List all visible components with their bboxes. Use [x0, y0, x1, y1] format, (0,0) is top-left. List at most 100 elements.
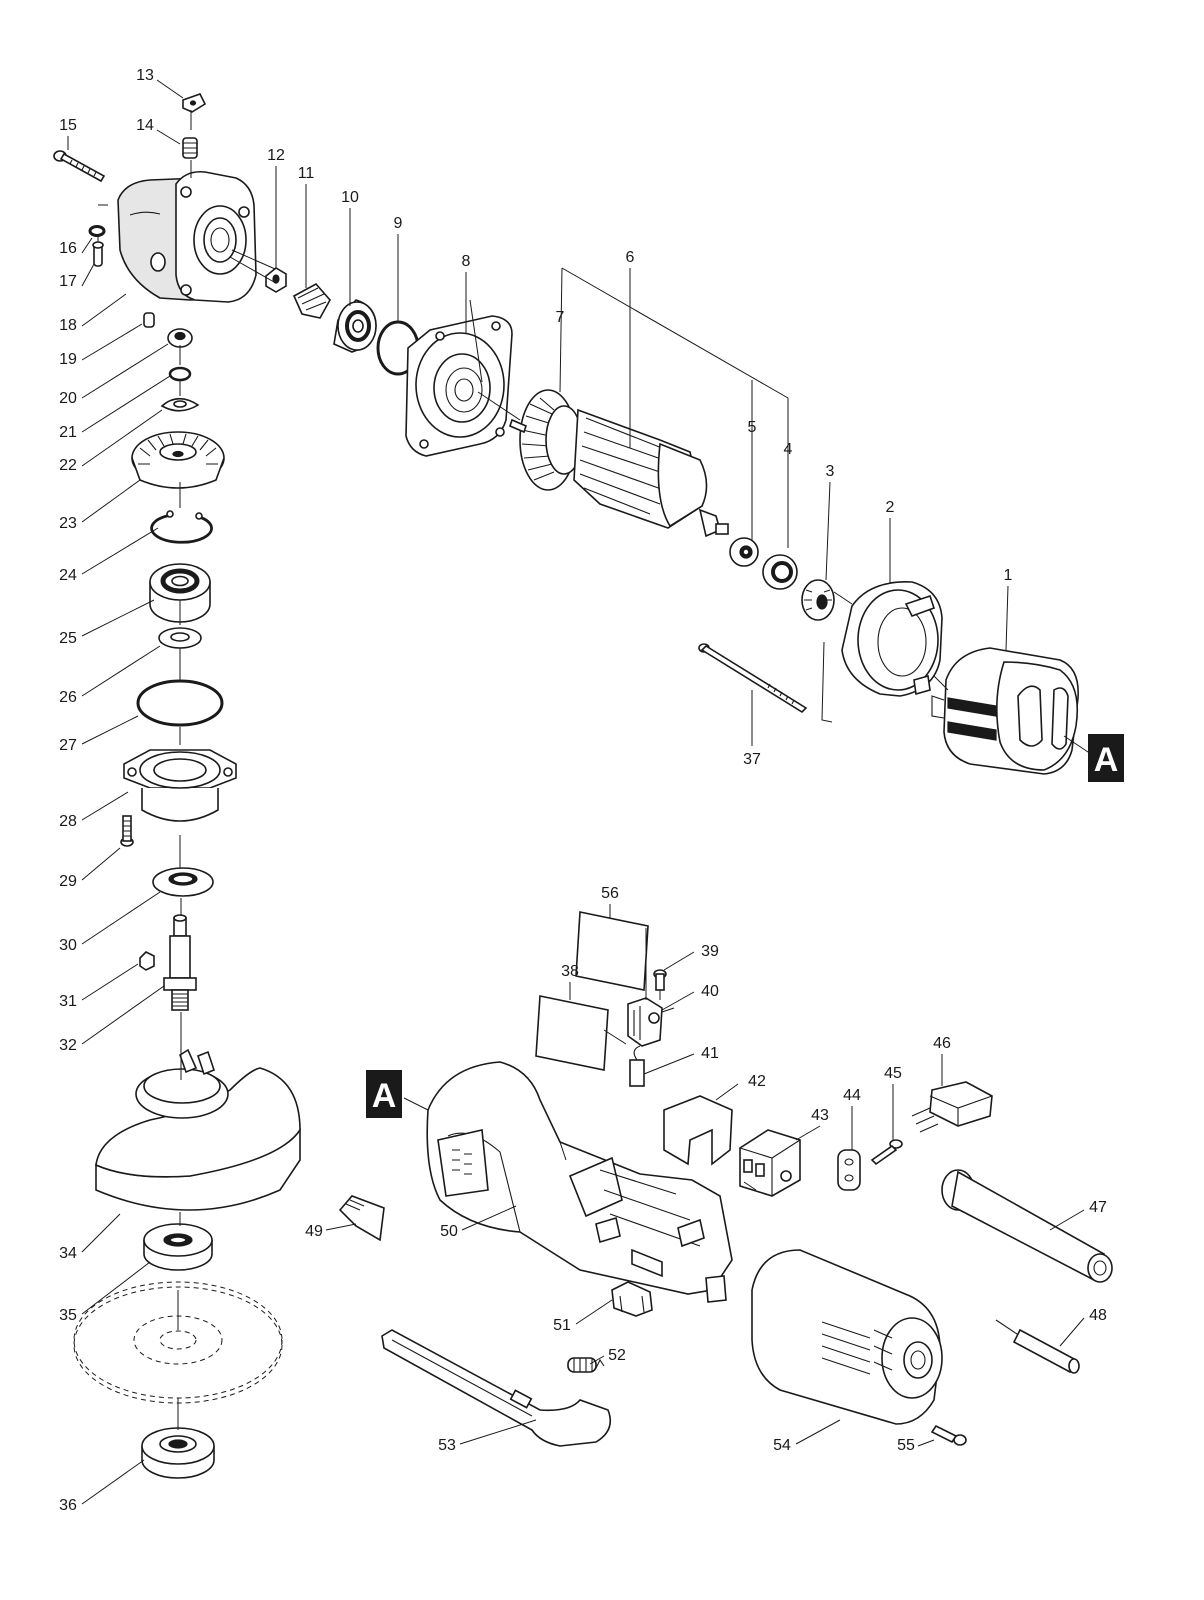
- part-55-screw: [930, 1424, 967, 1446]
- label-14: 14: [136, 117, 154, 134]
- part-52-spring: [567, 1357, 605, 1373]
- section-marker-a-top: A: [1088, 734, 1124, 782]
- part-39-screw: [653, 969, 667, 991]
- label-9: 9: [394, 215, 403, 232]
- part-2-baffle-plate: [841, 581, 943, 697]
- part-15-screw: [53, 150, 106, 183]
- label-40: 40: [701, 983, 719, 1000]
- label-11: 11: [298, 165, 315, 182]
- label-42: 42: [748, 1073, 766, 1090]
- part-40-brush-holder: [627, 997, 675, 1047]
- part-29-screw: [120, 815, 134, 847]
- label-27: 27: [59, 737, 77, 754]
- label-30: 30: [59, 937, 77, 954]
- label-22: 22: [59, 457, 77, 474]
- label-12: 12: [267, 147, 285, 164]
- part-27-large-o-ring: [136, 679, 224, 727]
- part-50-motor-housing: [426, 1061, 733, 1303]
- marker-letter: A: [372, 1077, 397, 1115]
- label-55: 55: [897, 1437, 915, 1454]
- label-20: 20: [59, 390, 77, 407]
- part-21-retaining-ring: [168, 366, 192, 382]
- part-49-lock-button: [338, 1195, 385, 1242]
- part-11-pinion: [292, 282, 331, 319]
- part-45-screw: [870, 1139, 903, 1166]
- label-1: 1: [1004, 567, 1013, 584]
- label-31: 31: [59, 993, 77, 1010]
- label-24: 24: [59, 567, 77, 584]
- label-34: 34: [59, 1245, 77, 1262]
- part-1-field: [931, 647, 1079, 775]
- label-7: 7: [556, 309, 565, 326]
- part-16-o-ring: [88, 225, 106, 237]
- part-20-bearing: [167, 328, 193, 348]
- part-43-switch: [739, 1129, 801, 1197]
- part-41-carbon-brush: [629, 1045, 645, 1087]
- part-23-bevel-gear: [131, 431, 225, 489]
- part-14-spring: [182, 137, 198, 159]
- label-17: 17: [59, 273, 77, 290]
- label-26: 26: [59, 689, 77, 706]
- part-4-bearing: [762, 554, 798, 590]
- label-29: 29: [59, 873, 77, 890]
- part-31-key: [139, 951, 155, 971]
- part-35-inner-flange: [143, 1223, 213, 1271]
- label-13: 13: [136, 67, 154, 84]
- part-44-strain-relief: [837, 1149, 861, 1191]
- part-54-rear-cover: [751, 1249, 943, 1425]
- part-53-switch-lever: [381, 1329, 612, 1447]
- label-48: 48: [1089, 1307, 1107, 1324]
- part-24-retaining-ring: [150, 510, 213, 544]
- label-43: 43: [811, 1107, 829, 1124]
- part-28-bearing-box: [123, 749, 237, 822]
- label-38: 38: [561, 963, 579, 980]
- part-13-lock-cap: [182, 93, 207, 113]
- label-47: 47: [1089, 1199, 1107, 1216]
- label-16: 16: [59, 240, 77, 257]
- part-26-flat-washer: [158, 627, 202, 649]
- label-23: 23: [59, 515, 77, 532]
- label-46: 46: [933, 1035, 951, 1052]
- section-marker-a-bottom: A: [366, 1070, 402, 1118]
- label-36: 36: [59, 1497, 77, 1514]
- part-47-cord-guard: [941, 1169, 1113, 1283]
- part-6-armature: [509, 408, 729, 538]
- label-53: 53: [438, 1437, 456, 1454]
- part-17-pin: [92, 241, 104, 267]
- label-6: 6: [626, 249, 635, 266]
- label-49: 49: [305, 1223, 323, 1240]
- label-8: 8: [462, 253, 471, 270]
- label-10: 10: [341, 189, 359, 206]
- label-18: 18: [59, 317, 77, 334]
- part-18-gear-housing: [117, 170, 283, 303]
- part-38-label: [535, 995, 609, 1071]
- label-44: 44: [843, 1087, 861, 1104]
- part-36-lock-nut: [141, 1427, 215, 1479]
- label-41: 41: [701, 1045, 719, 1062]
- part-10-bearing: [333, 299, 377, 353]
- label-56: 56: [601, 885, 619, 902]
- label-52: 52: [608, 1347, 626, 1364]
- label-39: 39: [701, 943, 719, 960]
- label-25: 25: [59, 630, 77, 647]
- label-35: 35: [59, 1307, 77, 1324]
- part-48-cord: [995, 1319, 1080, 1374]
- part-19-pin: [143, 312, 155, 328]
- label-45: 45: [884, 1065, 902, 1082]
- label-19: 19: [59, 351, 77, 368]
- part-56-label: [575, 911, 649, 991]
- label-2: 2: [886, 499, 895, 516]
- part-46-noise-suppressor: [911, 1081, 993, 1133]
- label-54: 54: [773, 1437, 791, 1454]
- label-5: 5: [748, 419, 757, 436]
- part-3-bearing-ring: [801, 579, 835, 621]
- label-21: 21: [59, 424, 77, 441]
- label-4: 4: [784, 441, 793, 458]
- part-51-brush-holder: [611, 1281, 653, 1317]
- label-50: 50: [440, 1223, 458, 1240]
- marker-letter: A: [1094, 741, 1119, 779]
- part-42-cover: [663, 1095, 733, 1166]
- label-15: 15: [59, 117, 77, 134]
- label-28: 28: [59, 813, 77, 830]
